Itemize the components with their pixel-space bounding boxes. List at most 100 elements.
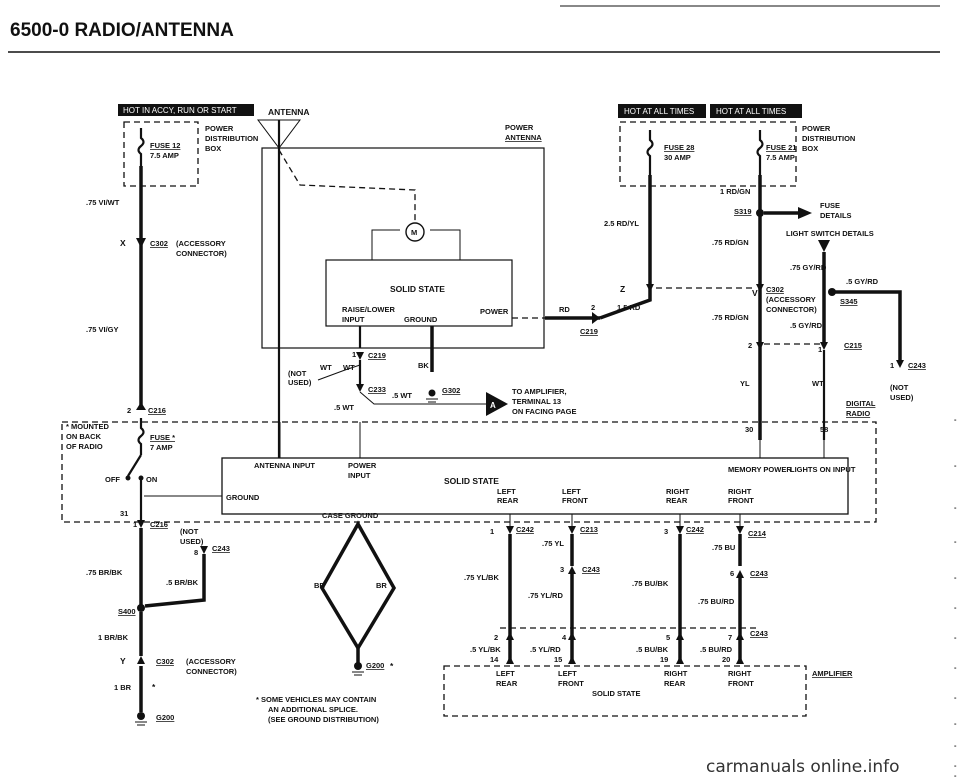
pin-15: 15 xyxy=(554,655,562,664)
wire-label-bk: BK xyxy=(418,361,429,370)
connector-c243b-symbol xyxy=(736,570,744,578)
connector-c243-right-symbol xyxy=(896,360,904,368)
wire-label-wt-2: WT xyxy=(343,363,355,372)
wire-label-5-gy-rd: .5 GY/RD xyxy=(846,277,879,286)
antenna-label: ANTENNA xyxy=(268,107,310,117)
to-amp-label-1: TO AMPLIFIER, xyxy=(512,387,567,396)
wire-label-75-gy-rd: .75 GY/RD xyxy=(790,263,827,272)
badge-hot-accy-label: HOT IN ACCY, RUN OR START xyxy=(123,106,237,115)
connector-c243a-symbol xyxy=(568,566,576,574)
wire-label-5-wt-b: .5 WT xyxy=(334,403,354,412)
page-title: 6500-0 RADIO/ANTENNA xyxy=(10,20,234,41)
motor-wire-right xyxy=(430,229,461,260)
margin-mark: - xyxy=(954,603,957,612)
wire-label-75-yl-rd: .75 YL/RD xyxy=(528,591,563,600)
to-amp-arrow-label: A xyxy=(490,401,496,410)
connector-c215-right-symbol xyxy=(820,342,828,350)
pin-31: 31 xyxy=(120,509,128,518)
connector-c242b-label: C242 xyxy=(686,525,704,534)
pin-2-c215: 2 xyxy=(748,341,752,350)
antenna-solid-state-label: SOLID STATE xyxy=(390,284,445,294)
connector-v: V xyxy=(752,288,758,298)
amp-pin19-symbol xyxy=(676,656,684,664)
connector-c243-pin5-symbol xyxy=(676,632,684,640)
wire-label-5-yl-rd: .5 YL/RD xyxy=(530,645,561,654)
ground-g200-left-label: G200 xyxy=(156,713,174,722)
pin-3-c243: 3 xyxy=(560,565,564,574)
radio-fuse-symbol xyxy=(137,418,145,455)
raise-lower-label-1: RAISE/LOWER xyxy=(342,305,396,314)
radio-out-left-rear-1: LEFT xyxy=(497,487,516,496)
right-power-dist-label-2: DISTRIBUTION xyxy=(802,134,855,143)
wire-label-2-5-rd-yl: 2.5 RD/YL xyxy=(604,219,639,228)
pin-14: 14 xyxy=(490,655,499,664)
radio-out-left-front-1: LEFT xyxy=(562,487,581,496)
power-switch xyxy=(127,454,142,477)
amp-in-left-rear-2: REAR xyxy=(496,679,518,688)
to-amp-label-2: TERMINAL 13 xyxy=(512,397,561,406)
radio-out-right-front-1: RIGHT xyxy=(728,487,752,496)
antenna-mast-dashed xyxy=(278,149,416,230)
acc-conn-label-2: CONNECTOR) xyxy=(176,249,227,258)
motor-symbol xyxy=(405,222,425,242)
amp-pin15-symbol xyxy=(568,656,576,664)
connector-c242a-label: C242 xyxy=(516,525,534,534)
right-power-dist-label-1: POWER xyxy=(802,124,831,133)
connector-c216b-label: C216 xyxy=(150,520,168,529)
wire-label-5-bu-rd: .5 BU/RD xyxy=(700,645,733,654)
wire-label-5-gy-rd-2: .5 GY/RD xyxy=(790,321,823,330)
acc-conn-label-1: (ACCESSORY xyxy=(176,239,226,248)
pin-6-c243: 6 xyxy=(730,569,734,578)
splice-s400 xyxy=(137,604,145,612)
radio-ground-label: GROUND xyxy=(226,493,260,502)
right-power-dist-label-3: BOX xyxy=(802,144,818,153)
fuse-details-arrow xyxy=(798,207,812,219)
fuse-12-label: FUSE 12 xyxy=(150,141,180,150)
amp-in-right-front-1: RIGHT xyxy=(728,669,752,678)
connector-c242a-symbol xyxy=(506,526,514,534)
wire-label-1-rd-gn: 1 RD/GN xyxy=(720,187,750,196)
wire-label-75-bu: .75 BU xyxy=(712,543,735,552)
right-acc-conn-label-1: (ACCESSORY xyxy=(766,295,816,304)
pin-2-c219: 2 xyxy=(591,303,595,312)
power-dist-label-2: DISTRIBUTION xyxy=(205,134,258,143)
connector-c243-left-label: C243 xyxy=(212,544,230,553)
connector-c302-x-symbol xyxy=(136,238,146,248)
wire-label-5-bu-bk: .5 BU/BK xyxy=(636,645,669,654)
splice-star-left: * xyxy=(152,682,156,692)
power-antenna-label-2: ANTENNA xyxy=(505,133,542,142)
radio-out-right-front-2: FRONT xyxy=(728,496,754,505)
note-line-2: AN ADDITIONAL SPLICE. xyxy=(268,705,358,714)
digital-radio-outline xyxy=(61,421,877,523)
raise-lower-label-2: INPUT xyxy=(342,315,365,324)
pin-1-c243: 1 xyxy=(890,361,894,370)
not-used-wire xyxy=(317,364,361,381)
acc-conn2-label-2: CONNECTOR) xyxy=(186,667,237,676)
acc-conn2-label-1: (ACCESSORY xyxy=(186,657,236,666)
wire-label-wt-1: WT xyxy=(320,363,332,372)
radio-power-input-label-1: POWER xyxy=(348,461,377,470)
margin-mark: - xyxy=(954,537,957,546)
wire-label-75-yl-bk: .75 YL/BK xyxy=(464,573,499,582)
amp-in-left-front-2: FRONT xyxy=(558,679,584,688)
radio-fuse-amp: 7 AMP xyxy=(150,443,173,452)
badge-hot-all-times-1-label: HOT AT ALL TIMES xyxy=(624,107,694,116)
fuse-12-amp: 7.5 AMP xyxy=(150,151,179,160)
connector-c243-pin7-symbol xyxy=(736,632,744,640)
pin-3-c242: 3 xyxy=(664,527,668,536)
switch-off-label: OFF xyxy=(105,475,120,484)
pin-4-c243: 4 xyxy=(562,633,567,642)
pin-58: 58 xyxy=(820,425,828,434)
wire-label-75-bu-bk: .75 BU/BK xyxy=(632,579,669,588)
margin-mark: - xyxy=(954,503,957,512)
margin-mark: - xyxy=(954,415,957,424)
connector-c243-pin2-symbol xyxy=(506,632,514,640)
not-used-label-1: (NOT xyxy=(288,369,307,378)
connector-c243-left-symbol xyxy=(200,546,208,554)
splice-s319-label: S319 xyxy=(734,207,752,216)
connector-c243c-label: C243 xyxy=(750,629,768,638)
to-amp-arrow xyxy=(486,392,508,416)
connector-z: Z xyxy=(620,284,625,294)
wire-5-br-bk xyxy=(144,554,206,608)
ground-g200-center-dot xyxy=(354,662,362,670)
